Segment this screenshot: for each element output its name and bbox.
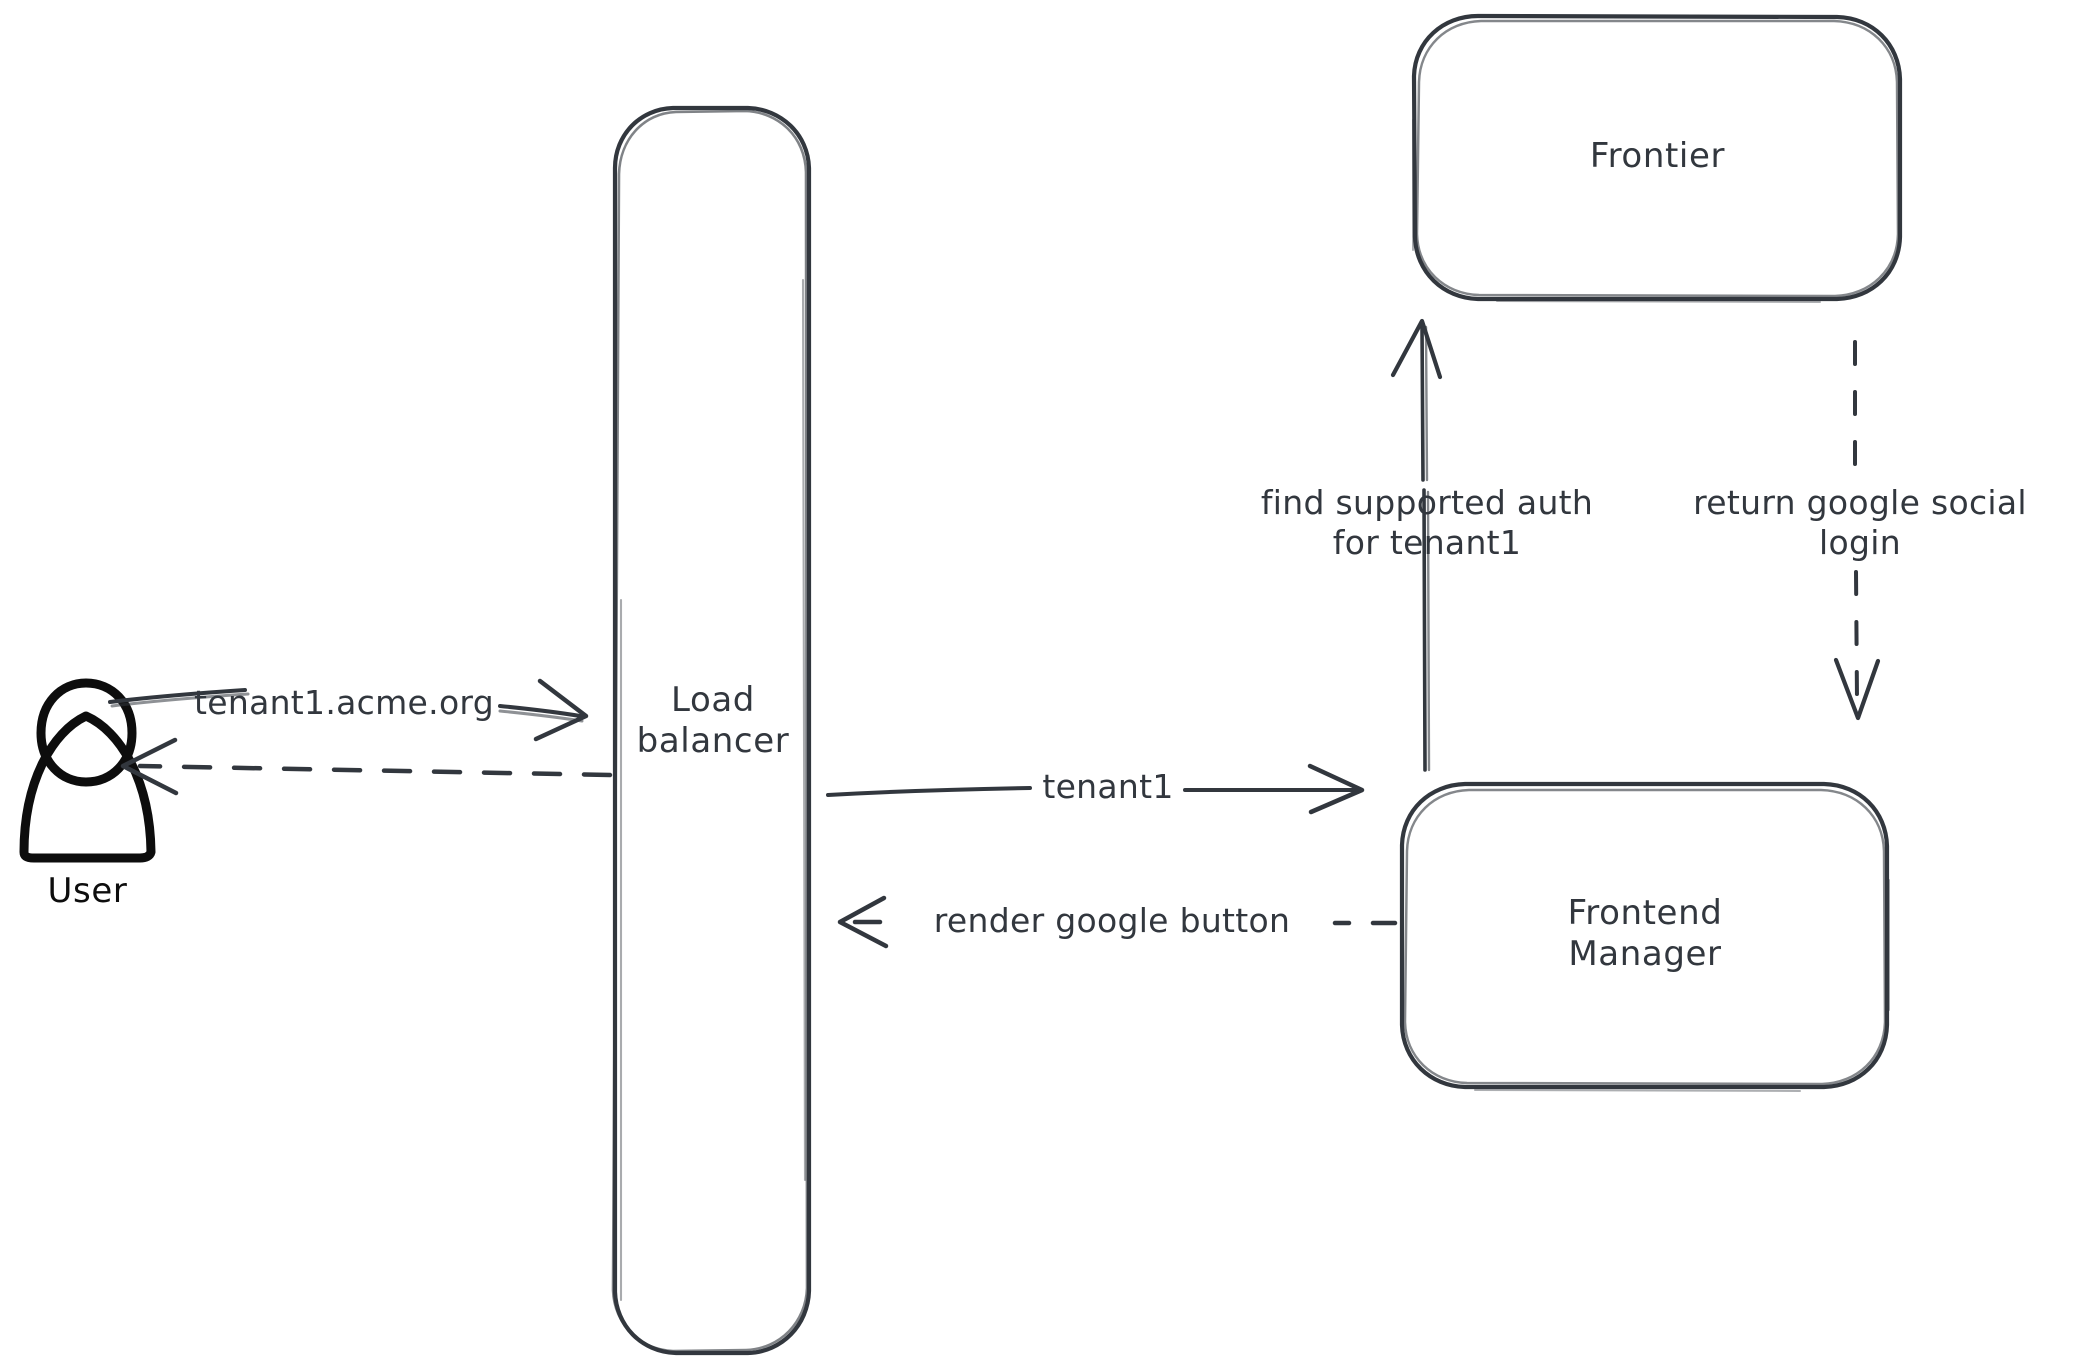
frontend-manager-shape[interactable] [1399,781,1890,1092]
edge-lb-to-user [120,737,613,796]
edge-fm-to-frontier [1390,318,1443,772]
frontier-shape[interactable] [1411,13,1903,303]
user-actor-shape[interactable] [19,678,156,863]
load-balancer-shape[interactable] [611,105,812,1356]
edge-user-to-lb [108,678,589,742]
edge-lb-to-fm [826,763,1365,815]
edge-fm-to-lb [837,895,1398,949]
edge-frontier-to-fm [1833,340,1881,721]
